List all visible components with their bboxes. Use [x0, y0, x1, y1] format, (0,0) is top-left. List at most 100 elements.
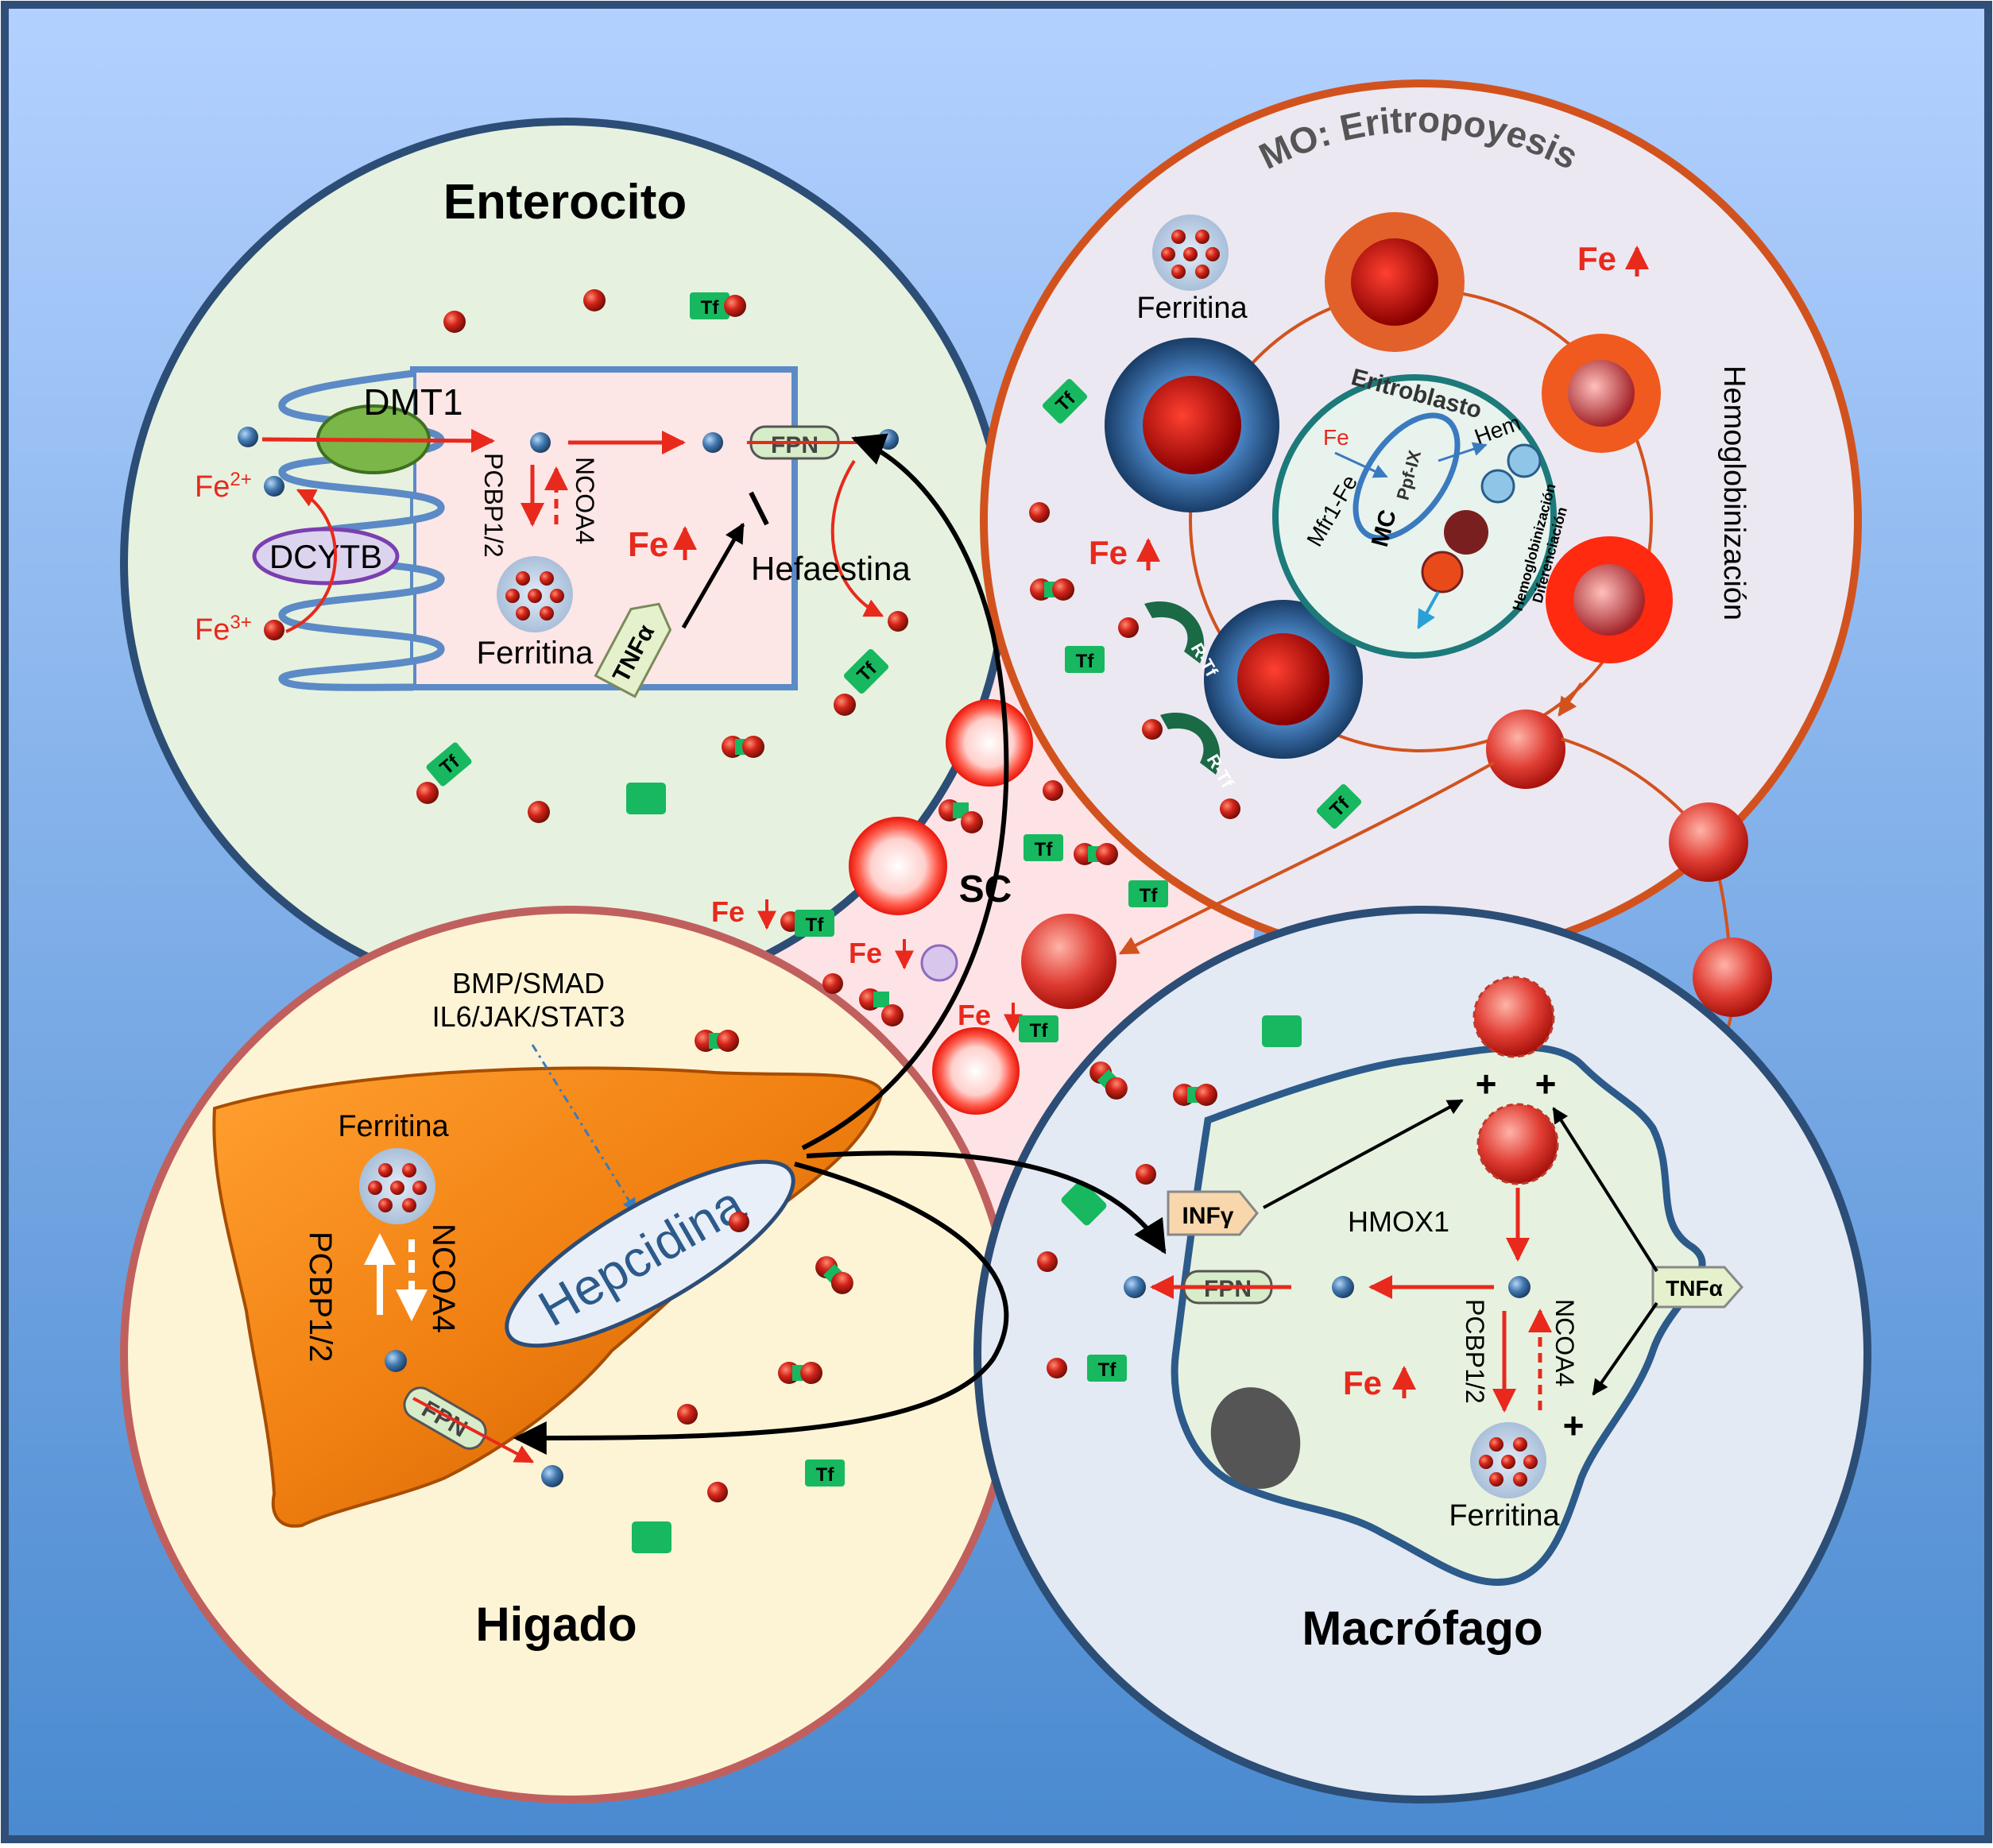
hefaestin-inhibition-bar	[749, 491, 769, 526]
liver-ferritin	[359, 1148, 435, 1224]
macrophage-apo-tf	[1061, 1180, 1107, 1226]
liver-tf-iron	[778, 1362, 822, 1384]
tnfa-to-ferritin	[1592, 1301, 1658, 1396]
center-tf-iron	[859, 988, 904, 1026]
svg-text:Tf: Tf	[816, 1464, 835, 1486]
oxidized-iron-red	[888, 611, 908, 632]
macrophage-tf-iron	[1173, 1084, 1217, 1106]
mo-fe-inner: Fe	[1323, 425, 1349, 450]
svg-text:Tf: Tf	[1030, 1020, 1049, 1042]
enterocyte-iron	[834, 694, 856, 716]
center-fe-down-3: Fe	[958, 999, 991, 1031]
bone-marrow-panel: MO: Eritropoyesis Ferritina	[980, 79, 1862, 961]
hepcidin-to-liver-fpn-arrow	[513, 1162, 1009, 1455]
macrophage-ferritina-label: Ferritina	[1449, 1499, 1560, 1533]
macrophage-tf-1: Tf	[1087, 1355, 1127, 1382]
cytosol-iron-blue	[530, 432, 551, 453]
hefaestina-label: Hefaestina	[751, 550, 911, 587]
mo-iron	[1220, 798, 1240, 819]
plasma-rbc	[946, 699, 1033, 787]
enterocyte-ferritina-label: Ferritina	[477, 636, 594, 671]
hem-molecule	[1507, 443, 1542, 478]
mo-fe-up: Fe	[1577, 240, 1616, 277]
liver-iron	[677, 1404, 698, 1425]
dmt1-import-arrow	[261, 428, 495, 453]
enterocyte-iron	[416, 782, 439, 804]
blue-erythroblast-left	[1105, 338, 1279, 512]
hefaestin-oxidation-arrow	[830, 459, 884, 617]
svg-text:Tf: Tf	[701, 297, 720, 319]
neutrophil	[920, 944, 958, 982]
macrophage-ferritin	[1470, 1422, 1546, 1498]
macrophage-ncoa4-label: NCOA4	[1550, 1299, 1579, 1386]
liver-title: Higado	[475, 1598, 637, 1651]
enterocyte-fe-up: Fe	[628, 525, 668, 564]
enterocyte-tf-1: Tf	[690, 292, 746, 319]
pathway-label-2: IL6/JAK/STAT3	[432, 1000, 625, 1033]
infg-arrow	[1263, 1099, 1464, 1209]
phagocytosed-rbc	[1472, 976, 1555, 1058]
differentiation-arrow	[1417, 591, 1440, 630]
svg-text:FPN: FPN	[771, 432, 818, 458]
enterocyte-title: Enterocito	[443, 175, 687, 230]
pcbp-label: PCBP1/2	[479, 453, 508, 558]
svg-text:Tf: Tf	[1098, 1359, 1117, 1381]
center-tf-iron	[1074, 843, 1118, 865]
rbc-circulating	[1486, 709, 1565, 789]
plus-sign: +	[1563, 1405, 1585, 1446]
rbc-to-plasma-arrow	[1118, 761, 1495, 955]
liver-cytosol-iron	[385, 1350, 407, 1372]
enterocyte-panel: Enterocito DMT1 DCYTB Fe2+ Fe3+ PCBP1/2 …	[120, 118, 1010, 1007]
svg-text:TNFα: TNFα	[1666, 1276, 1723, 1301]
macrophage-heme-iron	[1508, 1276, 1531, 1298]
svg-text:Tf: Tf	[1140, 885, 1159, 907]
hemoglobinizacion-label: Hemoglobinización	[1717, 365, 1751, 621]
center-tf-1: Tf	[780, 910, 834, 937]
enterocyte-tnfa-tag: TNFα	[594, 602, 672, 698]
svg-text:Tf: Tf	[1035, 839, 1054, 860]
macrophage-nucleus	[1210, 1387, 1301, 1489]
center-tf-iron	[938, 799, 983, 833]
infg-tag: INFγ	[1167, 1190, 1259, 1236]
fe3-label: Fe3+	[195, 612, 252, 647]
mo-fe-up2: Fe	[1089, 534, 1128, 571]
enterocyte-tf-iron	[722, 736, 764, 758]
macrophage-exported-iron	[1124, 1276, 1146, 1298]
fe2-iron-blue	[264, 476, 284, 497]
rbc-circulating	[1693, 938, 1772, 1017]
hem-molecule	[1480, 469, 1515, 504]
macrophage-iron	[1047, 1358, 1067, 1378]
mo-iron	[1142, 719, 1163, 740]
liver-ncoa4-label: NCOA4	[426, 1224, 461, 1333]
signaling-arrow	[531, 1044, 637, 1213]
exported-iron-blue	[878, 429, 899, 450]
macrophage-cytosol-iron	[1332, 1276, 1354, 1298]
pathway-label-1: BMP/SMAD	[452, 967, 605, 999]
plasma-rbc	[849, 817, 947, 915]
mo-iron	[1029, 502, 1050, 523]
center-fe-down-1: Fe	[711, 895, 745, 928]
plus-sign: +	[1535, 1063, 1557, 1104]
center-fe-down-2: Fe	[849, 937, 882, 969]
liver-ferritina-label: Ferritina	[338, 1110, 449, 1143]
svg-text:Tf: Tf	[806, 914, 825, 936]
center-tf-2: Tf	[1024, 834, 1063, 861]
svg-text:INFγ: INFγ	[1182, 1203, 1233, 1229]
tnfa-to-phagocytosis	[1552, 1107, 1658, 1273]
center-tf-iron	[695, 1030, 739, 1052]
enterocyte-cell	[410, 366, 798, 690]
dmt1-label: DMT1	[363, 381, 462, 423]
plus-sign: +	[1476, 1063, 1497, 1104]
center-tf-3: Tf	[1128, 880, 1168, 907]
proerythroblast-top	[1325, 212, 1465, 352]
mo-tf-2: Tf	[1065, 646, 1105, 673]
enterocyte-iron	[583, 289, 606, 311]
dark-nucleus	[1444, 510, 1488, 555]
macrophage-tnfa-tag: TNFα	[1651, 1266, 1743, 1309]
mo-fe-import	[1334, 451, 1388, 478]
plasma-contents: SC Fe Fe Fe Tf Tf Tf Tf	[695, 699, 1168, 1115]
svg-text:Tf: Tf	[1076, 651, 1095, 672]
hmox1-label: HMOX1	[1348, 1205, 1449, 1238]
lumen-iron-blue	[238, 427, 258, 447]
